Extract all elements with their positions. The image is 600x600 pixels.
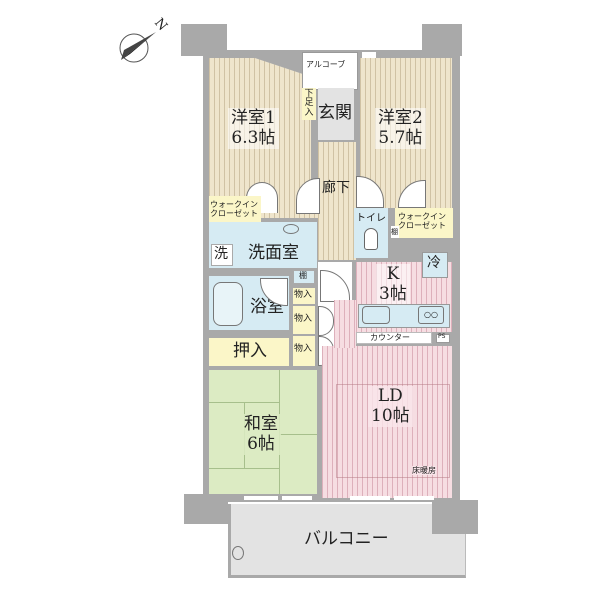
walkin-closet2 bbox=[395, 208, 453, 238]
shelf-wash-label: 棚 bbox=[299, 271, 307, 280]
ps-label: PS bbox=[438, 333, 446, 340]
stove-icon: ○○ bbox=[418, 306, 444, 324]
kitchen-counter bbox=[358, 304, 450, 328]
balcony-right-extension bbox=[432, 534, 466, 578]
storage-3 bbox=[293, 336, 315, 366]
floor-heating-zone bbox=[336, 384, 450, 478]
alcove-label: アルコーブ bbox=[306, 60, 346, 69]
shelf-toilet-label: 棚 bbox=[391, 228, 398, 236]
oshiire-label: 押入 bbox=[233, 341, 267, 361]
pillar-bottom-left bbox=[184, 494, 228, 524]
shoe-closet-label: 下足入 bbox=[304, 89, 314, 118]
room-ld-upper bbox=[334, 300, 356, 348]
alcove bbox=[302, 52, 358, 90]
floor-heating-label: 床暖房 bbox=[412, 466, 436, 476]
sink-icon bbox=[283, 224, 299, 234]
window-ld-1[interactable] bbox=[350, 496, 390, 500]
western2-label: 洋室2 5.7帖 bbox=[375, 108, 426, 150]
shelf-wash bbox=[293, 270, 315, 284]
bathtub-icon bbox=[213, 282, 243, 326]
window-japanese-1[interactable] bbox=[244, 496, 278, 500]
storage-2-label: 物入 bbox=[294, 314, 313, 324]
room-entrance bbox=[318, 88, 354, 140]
pillar-bottom-right bbox=[432, 500, 478, 534]
storage-3-label: 物入 bbox=[294, 344, 313, 354]
ps bbox=[436, 334, 450, 343]
shelf-toilet bbox=[391, 226, 399, 238]
entrance-label: 玄関 bbox=[318, 103, 352, 123]
shoe-closet bbox=[302, 88, 316, 120]
counter-label: カウンター bbox=[370, 333, 410, 342]
washer-label: 洗 bbox=[214, 246, 228, 262]
japanese-label: 和室 6帖 bbox=[241, 414, 281, 456]
storage-1 bbox=[293, 288, 315, 304]
oshiire bbox=[209, 338, 289, 366]
hallway-label: 廊下 bbox=[322, 180, 350, 196]
tatami-line bbox=[279, 434, 317, 435]
drain-icon bbox=[232, 546, 244, 560]
compass: N bbox=[118, 16, 170, 64]
toilet-bowl-icon bbox=[364, 228, 378, 250]
ld-label: LD 10帖 bbox=[368, 386, 413, 428]
walkin-closet1-label: ウォークイン クローゼット bbox=[210, 200, 258, 219]
kitchen-label: K 3帖 bbox=[376, 264, 410, 306]
tatami-line bbox=[209, 468, 279, 469]
western1-label: 洋室1 6.3帖 bbox=[228, 108, 279, 150]
hallway bbox=[318, 142, 356, 260]
window-ld-2[interactable] bbox=[394, 496, 434, 500]
washroom-label: 洗面室 bbox=[248, 243, 299, 263]
storage-2 bbox=[293, 306, 315, 334]
balcony-label: バルコニー bbox=[304, 529, 389, 549]
storage-1-label: 物入 bbox=[294, 290, 313, 300]
north-arrow-icon bbox=[119, 32, 156, 63]
walkin-closet2-label: ウォークイン クローゼット bbox=[398, 212, 446, 231]
toilet-label: トイレ bbox=[356, 213, 386, 224]
window-japanese-2[interactable] bbox=[282, 496, 312, 500]
fridge-label: 冷 bbox=[427, 255, 441, 271]
kitchen-sink-icon bbox=[362, 306, 390, 324]
washer-area bbox=[211, 244, 233, 266]
counter bbox=[356, 332, 432, 344]
fridge bbox=[422, 252, 448, 278]
balcony bbox=[228, 504, 432, 578]
